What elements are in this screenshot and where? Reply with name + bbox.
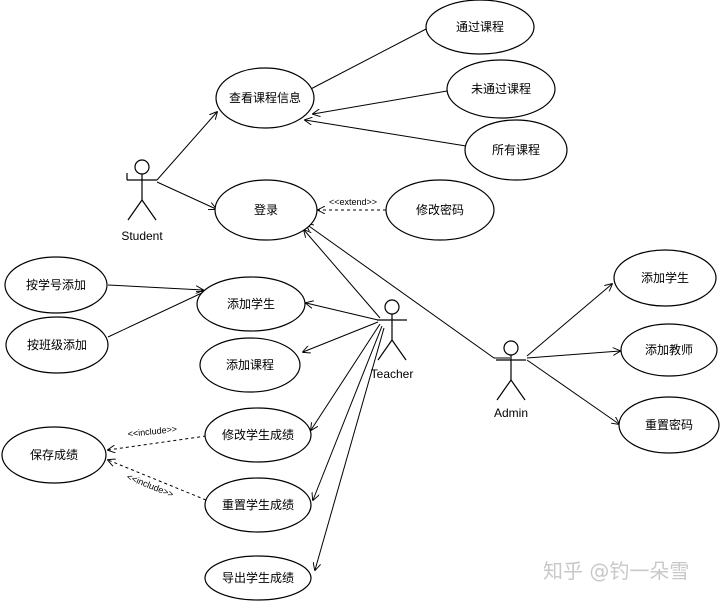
- edge-failed-to-view: [313, 90, 448, 114]
- use-case-all-courses: 所有课程: [464, 119, 568, 181]
- edge-teacher-reset-grades: [313, 325, 383, 500]
- edge-all-to-view: [305, 120, 467, 147]
- use-case-failed-courses: 未通过课程: [446, 59, 556, 119]
- use-case-admin-add-student: 添加学生: [613, 249, 717, 307]
- use-case-change-password: 修改密码: [385, 179, 495, 241]
- svg-text:按学号添加: 按学号添加: [26, 277, 86, 292]
- include-label-modify: <<include>>: [127, 424, 177, 439]
- edge-teacher-add-course: [303, 321, 379, 352]
- actor-admin: Admin: [494, 340, 528, 420]
- actor-label-student: Student: [121, 229, 163, 243]
- watermark: 知乎 @钓一朵雪: [543, 559, 689, 583]
- edge-student-login: [156, 181, 216, 209]
- svg-text:未通过课程: 未通过课程: [471, 81, 531, 96]
- use-case-save-grades: 保存成绩: [1, 426, 107, 484]
- edge-teacher-add-student: [306, 303, 379, 321]
- use-case-add-course: 添加课程: [199, 337, 301, 393]
- use-case-admin-add-teacher: 添加教师: [620, 323, 718, 377]
- edge-by-class-to-add-student: [107, 292, 204, 338]
- extend-label: <<extend>>: [329, 197, 377, 207]
- edge-admin-login: [306, 224, 510, 359]
- svg-text:修改学生成绩: 修改学生成绩: [222, 427, 294, 442]
- svg-text:所有课程: 所有课程: [492, 142, 540, 157]
- svg-text:添加教师: 添加教师: [645, 342, 693, 357]
- edge-teacher-login: [304, 230, 381, 319]
- edge-admin-add-student: [526, 284, 612, 357]
- svg-text:添加学生: 添加学生: [227, 296, 275, 311]
- edge-modify-include-save: [108, 435, 207, 450]
- svg-text:修改密码: 修改密码: [416, 202, 464, 217]
- edge-admin-add-teacher: [526, 351, 620, 359]
- svg-text:添加课程: 添加课程: [226, 357, 274, 372]
- svg-text:按班级添加: 按班级添加: [27, 338, 87, 352]
- edge-teacher-modify-grades: [311, 323, 381, 430]
- actor-label-admin: Admin: [494, 406, 528, 420]
- edge-passed-to-view: [305, 27, 429, 92]
- use-case-add-by-class: 按班级添加: [5, 316, 109, 374]
- svg-text:保存成绩: 保存成绩: [30, 448, 78, 462]
- svg-text:通过课程: 通过课程: [456, 19, 504, 34]
- use-case-view-course-info: 查看课程信息: [215, 67, 315, 129]
- use-case-export-grades: 导出学生成绩: [204, 555, 312, 601]
- use-case-teacher-add-student: 添加学生: [196, 276, 306, 332]
- use-case-modify-grades: 修改学生成绩: [204, 407, 312, 463]
- include-label-reset: <<include>>: [125, 472, 175, 500]
- svg-text:登录: 登录: [254, 202, 278, 217]
- svg-text:添加学生: 添加学生: [641, 270, 689, 285]
- svg-text:查看课程信息: 查看课程信息: [229, 90, 301, 105]
- svg-text:重置学生成绩: 重置学生成绩: [222, 497, 294, 512]
- admin-stick-figure-icon: [496, 340, 526, 401]
- svg-text:导出学生成绩: 导出学生成绩: [222, 570, 294, 585]
- edge-student-view-course-info: [156, 112, 217, 181]
- edge-teacher-export-grades: [315, 327, 385, 570]
- use-case-add-by-student-id: 按学号添加: [4, 256, 108, 314]
- teacher-stick-figure-icon: [377, 299, 407, 361]
- edge-admin-reset-password: [526, 359, 619, 424]
- edge-reset-include-save: [108, 460, 207, 501]
- actor-teacher: Teacher: [371, 299, 414, 381]
- student-stick-figure-icon: [126, 159, 157, 221]
- svg-text:重置密码: 重置密码: [645, 417, 693, 432]
- actor-label-teacher: Teacher: [371, 367, 414, 381]
- use-case-reset-password: 重置密码: [618, 396, 720, 454]
- use-case-login: 登录: [214, 179, 318, 241]
- edges: [107, 27, 620, 570]
- use-case-passed-courses: 通过课程: [425, 0, 535, 55]
- actor-student: Student: [121, 159, 163, 243]
- edge-by-id-to-add-student: [107, 284, 203, 290]
- use-case-reset-grades: 重置学生成绩: [204, 477, 312, 533]
